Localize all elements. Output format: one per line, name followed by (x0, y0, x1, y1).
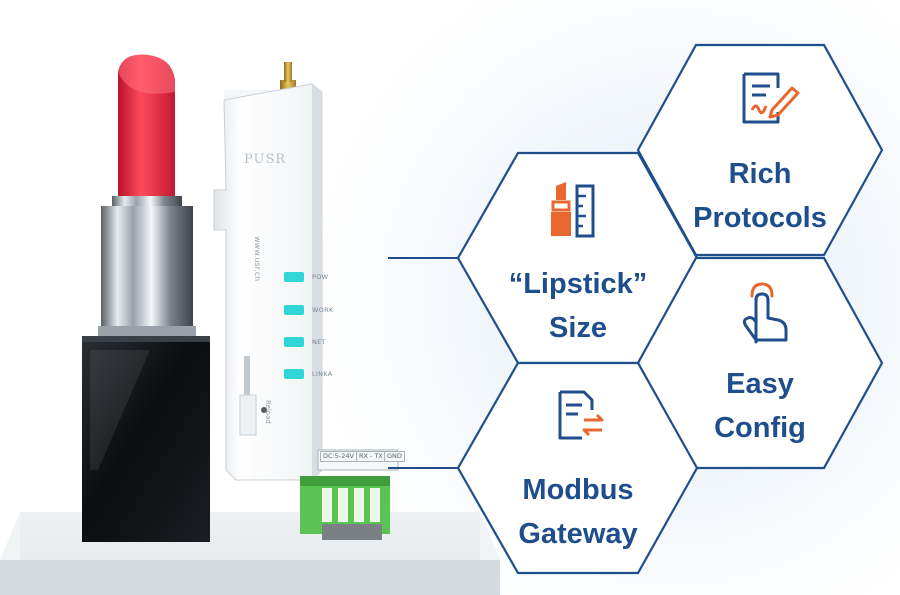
led-label-pow: POW (312, 273, 329, 281)
led-label-net: NET (312, 338, 326, 346)
connector-lines (388, 257, 458, 469)
lipstick-ruler-icon (551, 182, 595, 238)
document-signature-icon (742, 72, 800, 124)
feature-line: “Lipstick” (508, 268, 648, 300)
led-linka (284, 369, 304, 379)
feature-line: Protocols (693, 202, 827, 234)
feature-label-modbus-gateway: Modbus Gateway (478, 468, 678, 556)
led-work (284, 305, 304, 315)
lipstick-illustration (82, 54, 210, 542)
led-label-work: WORK (312, 306, 334, 314)
din-rail-device (213, 62, 399, 540)
feature-label-rich-protocols: Rich Protocols (660, 152, 860, 240)
hex-rich-protocols (636, 43, 884, 257)
hex-modbus-gateway (456, 361, 699, 575)
feature-line: Rich (728, 158, 792, 190)
feature-hexagons (456, 43, 884, 575)
led-label-linka: LINKA (312, 370, 333, 378)
terminal-label-power: DC:5-24V (320, 451, 357, 462)
document-exchange-icon (558, 390, 604, 440)
feature-line: Config (714, 412, 806, 444)
reload-label: Reload (264, 400, 272, 424)
terminal-label-rx-tx: RX - TX (356, 451, 386, 462)
feature-line: Modbus (522, 474, 634, 506)
led-net (284, 337, 304, 347)
feature-line: Easy (726, 368, 794, 400)
feature-label-lipstick-size: “Lipstick” Size (478, 262, 678, 350)
device-website-label: www.usr.cn (253, 236, 262, 282)
feature-line: Size (548, 312, 608, 344)
terminal-label-gnd: GND (384, 451, 405, 462)
feature-line: Gateway (518, 518, 638, 550)
pedestal (0, 512, 500, 595)
led-pow (284, 272, 304, 282)
device-brand-label: PUSR (244, 152, 287, 167)
feature-label-easy-config: Easy Config (660, 362, 860, 450)
tap-finger-icon (742, 282, 788, 344)
